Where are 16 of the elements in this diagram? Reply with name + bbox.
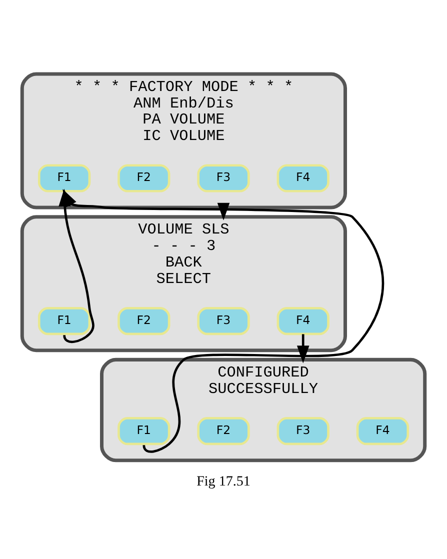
node-box: F1 [38, 307, 91, 336]
node-box: F1 [118, 417, 170, 446]
arrow [217, 202, 230, 220]
arrow [296, 334, 310, 364]
node-box: F2 [118, 307, 170, 336]
node-box: F4 [356, 417, 410, 446]
caption: Fig 17.51 [196, 474, 250, 490]
node-box: F1 [38, 164, 91, 192]
node-box: F2 [197, 417, 250, 446]
node-box: F4 [276, 164, 330, 192]
node-box: F3 [197, 164, 250, 192]
arrow [62, 189, 384, 452]
node-box: F3 [197, 307, 250, 336]
node-box: F3 [276, 417, 330, 446]
node-box: F2 [118, 164, 170, 192]
node-box: F4 [276, 307, 330, 336]
